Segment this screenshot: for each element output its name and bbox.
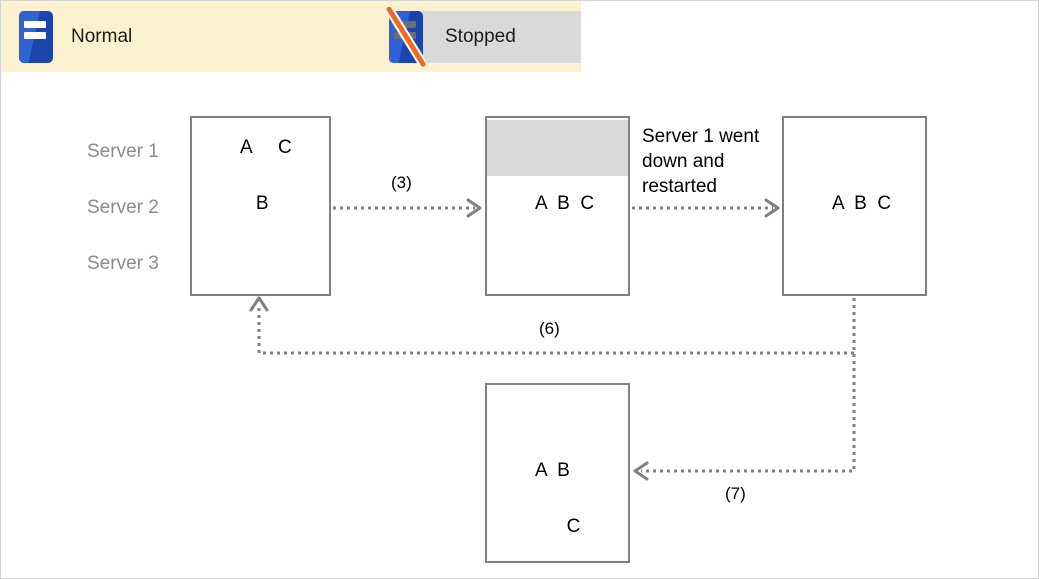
connector-6-arrowhead <box>249 296 269 312</box>
legend-item-normal: Normal <box>19 11 132 63</box>
server-icon <box>19 11 53 63</box>
legend-label-stopped: Stopped <box>445 26 516 47</box>
server-stopped-icon <box>385 7 427 67</box>
table-row <box>487 232 628 288</box>
table-row: A C <box>192 120 329 176</box>
connector-7-label: (7) <box>725 484 746 503</box>
table-row: A B C <box>784 176 925 232</box>
row-letters: A B <box>535 460 570 481</box>
table-row <box>784 232 925 288</box>
side-label-server-2: Server 2 <box>87 197 159 218</box>
row-letters: B <box>240 193 269 214</box>
row-letters: A C <box>240 137 292 158</box>
legend-band: Normal Stopped <box>1 1 581 72</box>
table-row: A B C <box>487 176 628 232</box>
table-row <box>192 232 329 288</box>
connector-3-arrowhead <box>466 198 482 218</box>
connector-7-line <box>641 298 856 473</box>
row-letters: A B C <box>832 193 892 214</box>
table-row-stopped <box>487 120 628 176</box>
table-row: B <box>192 176 329 232</box>
row-letters: A B C <box>535 193 595 214</box>
side-label-server-1: Server 1 <box>87 141 159 162</box>
table-row: A B <box>487 443 628 499</box>
row-letters: C <box>535 516 581 537</box>
connector-6-label: (6) <box>539 319 560 338</box>
state-box-rebalanced: A B C <box>485 383 630 563</box>
state-box-server1-restarted: A B C <box>782 116 927 296</box>
connector-7-arrowhead <box>633 461 649 481</box>
legend-item-stopped: Stopped <box>385 7 581 67</box>
legend-label-normal: Normal <box>71 26 133 47</box>
side-label-server-3: Server 3 <box>87 253 159 274</box>
table-row: C <box>487 499 628 555</box>
state-box-initial: A C B <box>190 116 331 296</box>
connector-restart-arrowhead <box>764 198 780 218</box>
state-box-server1-down: A B C <box>485 116 630 296</box>
table-row <box>487 387 628 443</box>
annotation-server1-restarted: Server 1 went down and restarted <box>642 126 760 197</box>
table-row <box>784 120 925 176</box>
connector-3-label: (3) <box>391 173 412 192</box>
